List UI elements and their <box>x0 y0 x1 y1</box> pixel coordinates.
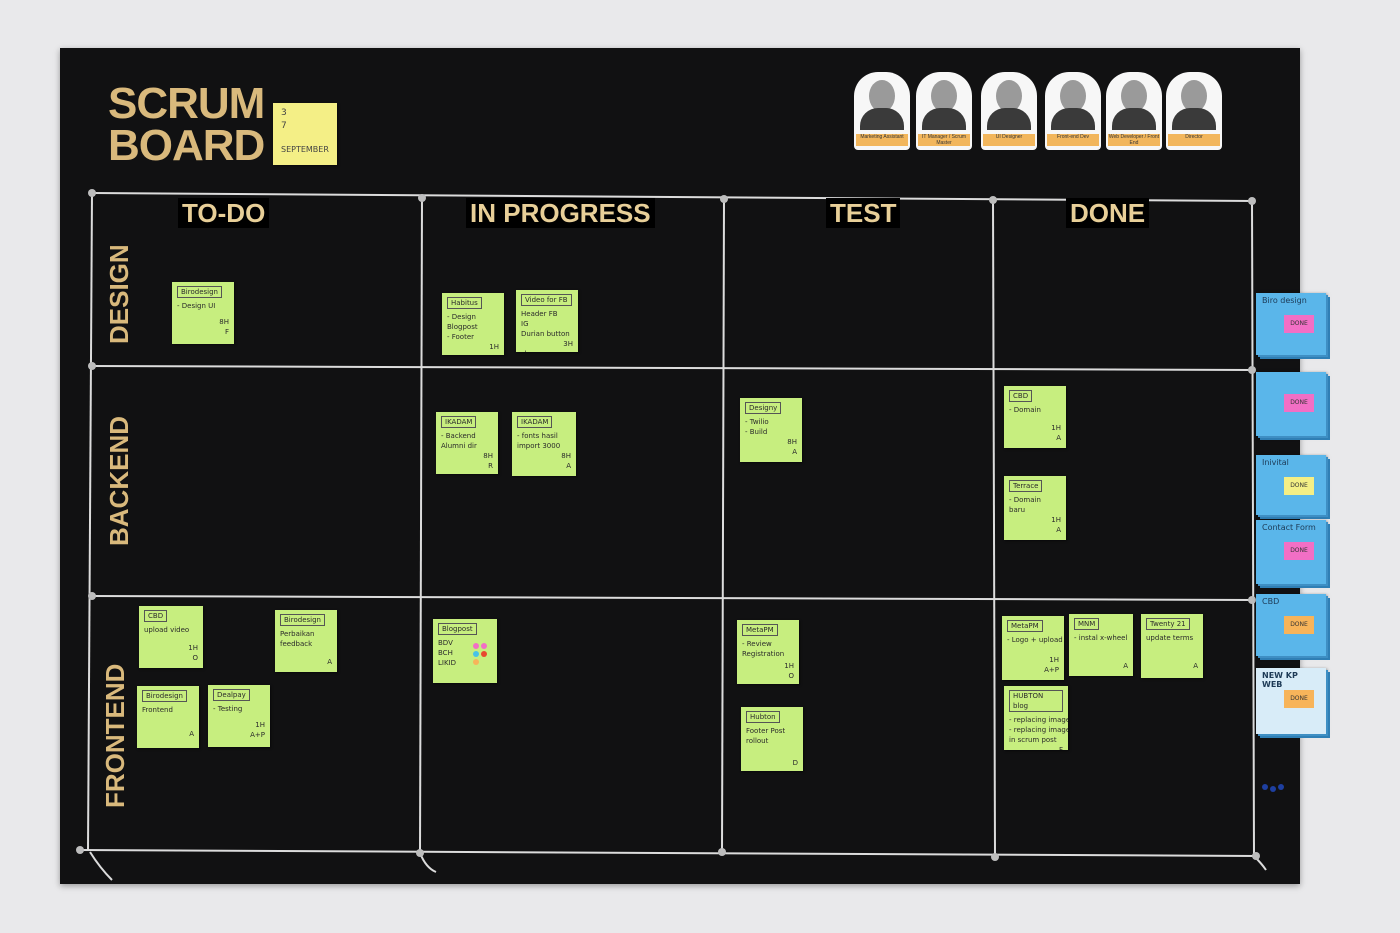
stack-title: Inivital <box>1262 458 1289 467</box>
team-member-role: Director <box>1168 134 1220 146</box>
done-card-stack[interactable]: Biro design DONE <box>1256 293 1326 355</box>
task-sticky-note[interactable]: IKADAM - fonts hasil import 3000 8H A <box>512 412 576 476</box>
task-title: Dealpay <box>213 689 250 701</box>
team-member-avatar: Front-end Dev <box>1045 72 1101 150</box>
task-sticky-note[interactable]: MetaPM - Logo + upload 1H A+P <box>1002 616 1064 680</box>
task-sticky-note[interactable]: Habitus - Design Blogpost - Footer 1H <box>442 293 504 355</box>
done-card-stack[interactable]: Contact Form DONE <box>1256 520 1326 584</box>
team-member-role: IT Manager / Scrum Master <box>918 134 970 146</box>
team-member-role: Marketing Assistant <box>856 134 908 146</box>
task-sticky-note[interactable]: Blogpost BDV BCH LIKID <box>433 619 497 683</box>
done-tag: DONE <box>1284 616 1314 634</box>
stack-title: NEW KP WEB <box>1262 671 1298 689</box>
task-sticky-note[interactable]: MNM - instal x-wheel A <box>1069 614 1133 676</box>
task-sticky-note[interactable]: Terrace - Domain baru 1H A <box>1004 476 1066 540</box>
task-title: Twenty 21 <box>1146 618 1190 630</box>
done-card-stack[interactable]: CBD DONE <box>1256 594 1326 656</box>
team-member-role: Front-end Dev <box>1047 134 1099 146</box>
task-sticky-note[interactable]: Designy - Twilio - Build 8H A <box>740 398 802 462</box>
task-title: Terrace <box>1009 480 1043 492</box>
task-sticky-note[interactable]: CBD upload video 1H O <box>139 606 203 668</box>
done-tag: DONE <box>1284 690 1314 708</box>
team-member-role: UI Designer <box>983 134 1035 146</box>
task-sticky-note[interactable]: Birodesign - Design UI 8H F <box>172 282 234 344</box>
task-sticky-note[interactable]: Dealpay - Testing 1H A+P <box>208 685 270 747</box>
task-title: IKADAM <box>517 416 553 428</box>
task-title: IKADAM <box>441 416 477 428</box>
task-title: CBD <box>144 610 168 622</box>
board-title-line-2: BOARD <box>108 121 265 170</box>
task-title: Birodesign <box>142 690 187 702</box>
task-title: Designy <box>745 402 782 414</box>
date-sticky-note: 3 7 SEPTEMBER <box>273 103 337 165</box>
column-header-todo: TO-DO <box>178 198 270 228</box>
date-month: SEPTEMBER <box>281 145 329 154</box>
board-title-line-1: SCRUM <box>108 79 265 128</box>
task-title: CBD <box>1009 390 1033 402</box>
task-title: Video for FB <box>521 294 572 306</box>
column-header-in-progress: IN PROGRESS <box>466 198 655 228</box>
task-title: HUBTON blog <box>1009 690 1063 712</box>
task-sticky-note[interactable]: Video for FB Header FB IG Durian button … <box>516 290 578 352</box>
row-header-design: DESIGN <box>104 244 134 344</box>
date-end: 7 <box>281 121 287 131</box>
stack-title: Biro design <box>1262 296 1307 305</box>
row-header-frontend: FRONTEND <box>100 663 130 808</box>
stack-title: CBD <box>1262 597 1280 606</box>
stack-title: Contact Form <box>1262 523 1316 532</box>
task-sticky-note[interactable]: HUBTON blog - replacing images - replaci… <box>1004 686 1068 750</box>
task-title: Birodesign <box>280 614 325 626</box>
team-member-avatar: Marketing Assistant <box>854 72 910 150</box>
done-tag: DONE <box>1284 542 1314 560</box>
task-sticky-note[interactable]: MetaPM - Review Registration 1H O <box>737 620 799 684</box>
team-member-role: Web Developer / Front End <box>1108 134 1160 146</box>
team-member-avatar: IT Manager / Scrum Master <box>916 72 972 150</box>
done-tag: DONE <box>1284 477 1314 495</box>
done-card-stack[interactable]: DONE <box>1256 372 1326 436</box>
team-member-avatar: Web Developer / Front End <box>1106 72 1162 150</box>
task-title: Blogpost <box>438 623 477 635</box>
task-title: MetaPM <box>742 624 778 636</box>
task-title: Habitus <box>447 297 482 309</box>
done-tag: DONE <box>1284 315 1314 333</box>
task-title: Birodesign <box>177 286 222 298</box>
column-header-test: TEST <box>826 198 901 228</box>
task-sticky-note[interactable]: Twenty 21 update terms A <box>1141 614 1203 678</box>
done-card-stack[interactable]: Inivital DONE <box>1256 455 1326 515</box>
team-member-avatar: Director <box>1166 72 1222 150</box>
task-sticky-note[interactable]: Hubton Footer Post rollout D <box>741 707 803 771</box>
task-sticky-note[interactable]: Birodesign Perbaikan feedback A <box>275 610 337 672</box>
task-sticky-note[interactable]: Birodesign Frontend A <box>137 686 199 748</box>
task-sticky-note[interactable]: IKADAM - Backend Alumni dir 8H R <box>436 412 498 474</box>
scrum-board <box>60 48 1300 884</box>
task-title: MetaPM <box>1007 620 1043 632</box>
task-sticky-note[interactable]: CBD - Domain 1H A <box>1004 386 1066 448</box>
date-start: 3 <box>281 108 287 118</box>
done-card-stack[interactable]: NEW KP WEB DONE <box>1256 668 1326 734</box>
team-member-avatar: UI Designer <box>981 72 1037 150</box>
row-header-backend: BACKEND <box>104 416 134 546</box>
column-header-done: DONE <box>1066 198 1150 228</box>
done-tag: DONE <box>1284 394 1314 412</box>
task-title: Hubton <box>746 711 780 723</box>
task-title: MNM <box>1074 618 1100 630</box>
